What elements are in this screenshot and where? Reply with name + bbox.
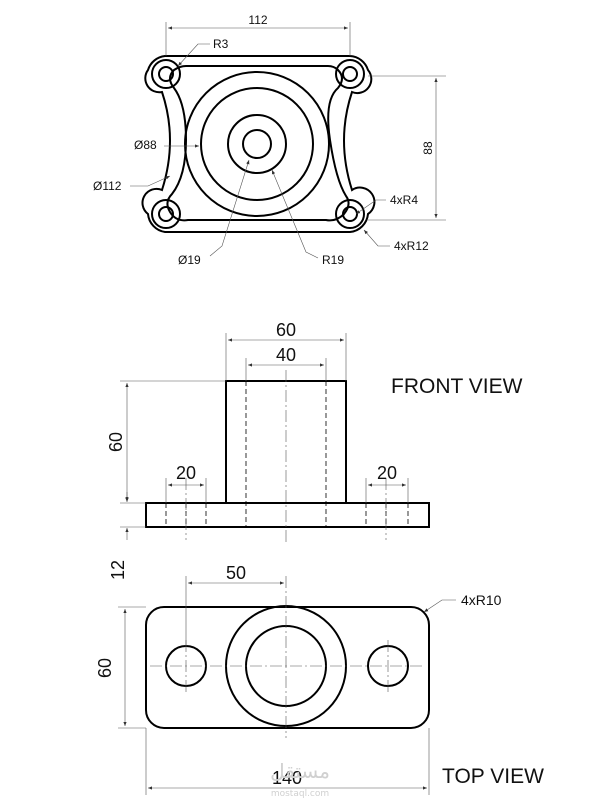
dim-20-left-label: 20 [176, 463, 196, 483]
dim-r12-label: 4xR12 [394, 239, 429, 253]
watermark: مستقل mostaql.com [270, 759, 330, 799]
dim-d112-label: Ø112 [93, 179, 122, 193]
flange-view: 112 R3 88 Ø88 Ø112 4xR4 4xR12 Ø19 R19 [93, 13, 446, 267]
flange-hole-19 [242, 129, 272, 159]
top-view: 50 4xR10 60 140 TOP VIEW [95, 563, 544, 795]
dim-d88-label: Ø88 [134, 138, 157, 152]
dim-60-left-label: 60 [106, 432, 126, 452]
flange-bore-outer [184, 71, 330, 217]
top-view-title: TOP VIEW [442, 765, 544, 788]
flange-bore-88 [200, 87, 314, 201]
corner-boss-tl [151, 59, 181, 89]
front-base-plate [145, 502, 430, 528]
dim-r3-label: R3 [213, 37, 229, 51]
corner-boss-br [335, 199, 365, 229]
dim-60-top-view-label: 60 [95, 658, 115, 678]
dim-88-label: 88 [421, 141, 435, 155]
dim-50-label: 50 [226, 563, 246, 583]
dim-140-label: 140 [272, 768, 302, 788]
dim-d19-label: Ø19 [178, 253, 201, 267]
dim-60-top-label: 60 [276, 320, 296, 340]
front-view-title: FRONT VIEW [391, 375, 523, 398]
flange-outline [141, 55, 376, 233]
front-view: 60 40 60 12 20 20 FRONT VIEW [106, 320, 523, 580]
corner-hole-br [342, 206, 358, 222]
dim-r19-label: R19 [322, 253, 344, 267]
dim-12-label: 12 [108, 560, 128, 580]
watermark-latin: mostaql.com [271, 789, 329, 799]
watermark-arabic: مستقل [270, 759, 330, 783]
dim-112-label: 112 [248, 13, 267, 27]
flange-inner-outline [166, 65, 350, 222]
corner-hole-tr [342, 66, 358, 82]
corner-hole-tl [158, 66, 174, 82]
corner-boss-tr [335, 59, 365, 89]
dim-r4-label: 4xR4 [390, 193, 418, 207]
dim-r10-label: 4xR10 [461, 592, 502, 608]
dim-40-label: 40 [276, 345, 296, 365]
flange-hub [227, 114, 287, 174]
corner-hole-bl [158, 206, 174, 222]
corner-boss-bl [151, 199, 181, 229]
dim-20-right-label: 20 [377, 463, 397, 483]
